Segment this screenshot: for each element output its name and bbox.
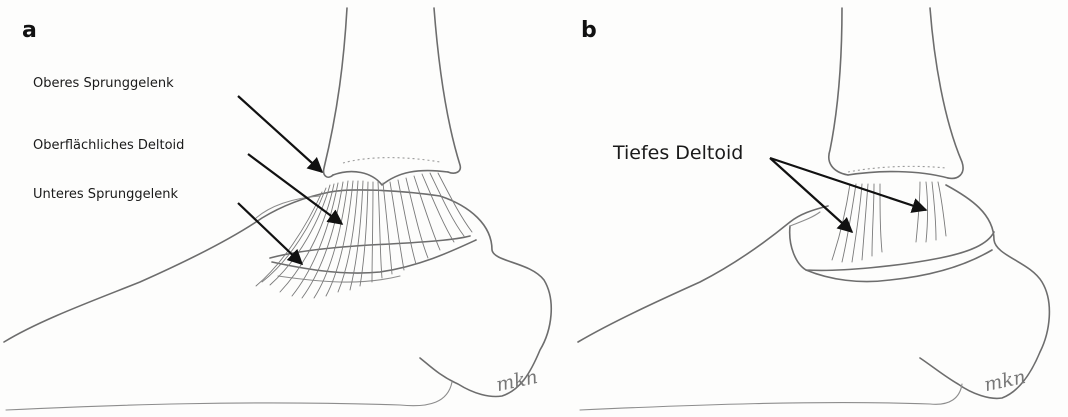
arrow-deep-deltoid-anterior bbox=[770, 158, 852, 232]
panel-a-tibia bbox=[324, 8, 347, 177]
label-deep-deltoid: Tiefes Deltoid bbox=[613, 142, 743, 164]
panel-a-ligament-fibers bbox=[256, 173, 472, 298]
panel-b-tibia-right bbox=[930, 8, 963, 178]
arrow-upper-ankle-joint bbox=[238, 96, 322, 172]
panel-a-foot-outline bbox=[4, 190, 551, 397]
label-lower-ankle-joint: Unteres Sprunggelenk bbox=[33, 187, 178, 202]
panel-a-letter: a bbox=[22, 18, 37, 43]
panel-b-drawing bbox=[578, 8, 1049, 410]
panel-a-tibia-right bbox=[434, 8, 460, 173]
panel-b-tibia bbox=[829, 8, 848, 175]
label-superficial-deltoid: Oberflächliches Deltoid bbox=[33, 138, 184, 153]
panel-b-letter: b bbox=[581, 18, 597, 43]
label-upper-ankle-joint: Oberes Sprunggelenk bbox=[33, 76, 174, 91]
arrow-lower-ankle-joint bbox=[238, 203, 302, 264]
panel-b-ligament-fibers bbox=[832, 182, 946, 262]
panel-a-drawing bbox=[4, 8, 551, 410]
arrow-deep-deltoid-posterior bbox=[770, 158, 926, 210]
